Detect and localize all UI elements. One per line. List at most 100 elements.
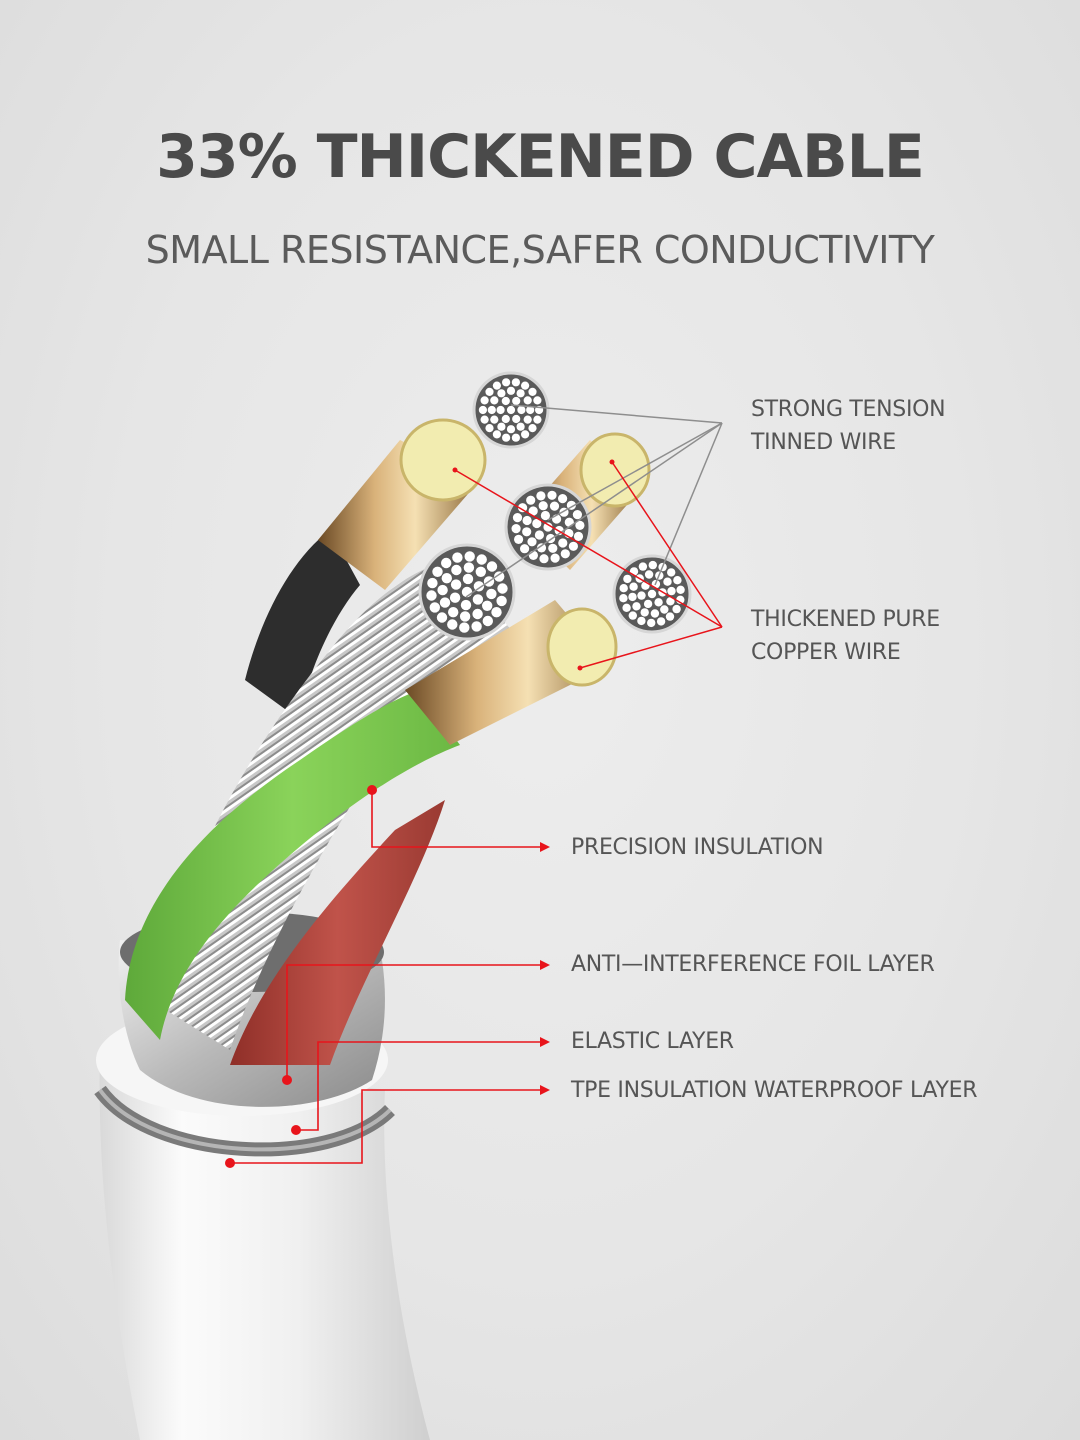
tinned-strand: [437, 584, 448, 596]
copper-cores: [399, 418, 651, 687]
tinned-strand: [472, 594, 484, 605]
tinned-strand: [526, 405, 535, 415]
tinned-strand: [518, 503, 528, 513]
tinned-strand: [459, 611, 471, 622]
tinned-strand: [449, 592, 461, 603]
tinned-strand: [447, 619, 458, 630]
tinned-strand: [441, 557, 452, 569]
tinned-strand: [534, 530, 545, 540]
tinned-strand: [622, 603, 631, 612]
tinned-strand: [512, 414, 521, 424]
tinned-wire-label-line2: TINNED WIRE: [751, 430, 896, 455]
tinned-strand: [575, 520, 585, 531]
tinned-strand: [528, 387, 537, 396]
red-insulated-wire: [230, 800, 445, 1065]
tinned-strand: [450, 579, 462, 590]
tinned-strand: [650, 609, 660, 618]
tinned-strand: [628, 611, 637, 620]
tinned-wire-leaders: [465, 404, 723, 598]
tinned-strand: [506, 386, 516, 395]
tinned-wire-label: STRONG TENSION TINNED WIRE: [751, 393, 946, 459]
tinned-strand: [441, 573, 452, 584]
tinned-strand: [471, 621, 482, 632]
tinned-strand: [501, 414, 510, 424]
tinned-strand: [485, 424, 494, 433]
page-subtitle: SMALL RESISTANCE,SAFER CONDUCTIVITY: [145, 228, 935, 272]
tinned-strand: [629, 582, 638, 591]
tinned-strand: [660, 605, 669, 614]
tinned-strand: [472, 608, 483, 620]
tinned-strand: [497, 583, 508, 594]
tinned-strand: [521, 381, 530, 390]
tinned-strand: [637, 616, 646, 626]
copper-wire-label-line1: THICKENED PURE: [751, 607, 940, 632]
tinned-strand: [532, 518, 542, 529]
tinned-strand: [548, 543, 558, 553]
tinned-strand: [511, 433, 520, 442]
tinned-strand: [494, 571, 505, 582]
tinned-strand: [487, 405, 496, 415]
tinned-strand: [666, 597, 675, 606]
tinned-strand: [643, 599, 653, 609]
tinned-strand: [648, 560, 657, 570]
tinned-strand: [647, 589, 657, 599]
tinned-strand: [506, 425, 516, 434]
tinned-strand: [538, 501, 548, 511]
tinned-strand: [573, 531, 584, 542]
tinned-strand: [520, 544, 530, 554]
tinned-strand: [526, 495, 536, 505]
tinned-strand: [426, 590, 437, 601]
green-insulated-wire: [125, 690, 460, 1040]
tinned-strand: [628, 592, 637, 602]
tinned-strand: [448, 607, 459, 618]
callout-dots: [225, 459, 615, 1168]
tinned-strand: [527, 537, 537, 547]
tinned-strand: [463, 562, 475, 573]
tinned-strand: [647, 618, 656, 628]
tinned-strand: [490, 396, 499, 405]
black-insulated-wire: [245, 530, 360, 720]
precision-insulation-label: PRECISION INSULATION: [571, 835, 824, 860]
tinned-strand: [558, 538, 568, 548]
tinned-strand: [522, 515, 532, 526]
tinned-strand: [543, 522, 553, 532]
tinned-strand: [517, 405, 526, 415]
tinned-strand: [528, 506, 538, 516]
tinned-strand: [516, 422, 525, 431]
tinned-strand: [511, 378, 520, 387]
page-title: 33% THICKENED CABLE: [156, 122, 925, 192]
copper-wire-leaders: [454, 461, 723, 669]
tinned-strand: [547, 490, 557, 500]
tinned-strand: [514, 534, 524, 545]
tinned-strand: [568, 541, 579, 551]
tinned-strand: [667, 568, 676, 577]
tinned-strand: [496, 595, 507, 607]
tinned-strand: [462, 573, 474, 585]
tinned-strand: [672, 604, 681, 614]
tinned-strand: [486, 588, 497, 600]
tinned-strand: [572, 509, 583, 520]
tinned-strand: [533, 396, 542, 405]
tinned-strand: [496, 405, 505, 415]
tinned-strand: [533, 415, 542, 424]
tinned-strand: [560, 549, 570, 559]
tinned-strand: [665, 612, 675, 621]
tinned-strand: [475, 566, 486, 577]
tinned-strand: [638, 562, 648, 571]
tinned-strand: [501, 396, 510, 406]
tinned-strand: [667, 586, 676, 596]
tinned-strand: [521, 430, 530, 439]
tinned-strand: [523, 415, 532, 424]
tinned-strand: [623, 574, 632, 584]
copper-wire-label: THICKENED PURE COPPER WIRE: [751, 603, 940, 669]
tinned-strand: [550, 553, 560, 563]
tinned-strand: [478, 405, 487, 415]
tinned-strand: [506, 405, 516, 415]
tinned-strand: [439, 597, 451, 608]
tinned-strand: [492, 430, 501, 439]
tinned-strand-bundles: [418, 371, 692, 641]
tinned-strand: [536, 491, 546, 501]
tpe-layer-callout: [230, 1089, 540, 1164]
copper-wire-label-line2: COPPER WIRE: [751, 640, 901, 665]
